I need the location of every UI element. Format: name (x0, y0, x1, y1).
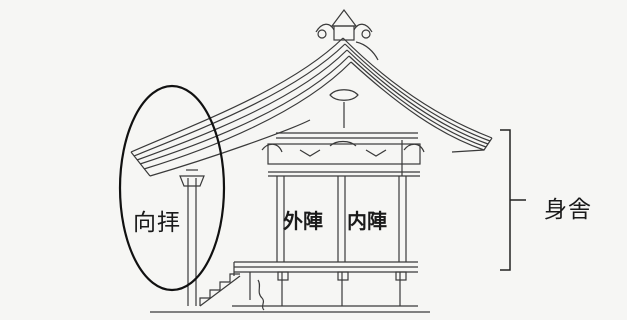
gejin-label: 外陣 (283, 209, 323, 233)
kohai-label: 向拝 (133, 210, 181, 236)
roof-left (130, 37, 352, 177)
kohai-structure (179, 169, 205, 306)
roof-right (342, 37, 493, 153)
gable-bracket (329, 89, 359, 128)
kohai-ellipse (118, 84, 226, 292)
ridge-ornament (315, 9, 379, 61)
stairs (199, 273, 241, 307)
body-columns (276, 140, 407, 262)
naijin-label: 内陣 (347, 209, 387, 233)
veranda (150, 261, 430, 313)
shinsha-bracket (500, 129, 526, 271)
shinsha-label: 身舎 (544, 197, 592, 223)
body-frame (261, 132, 425, 177)
